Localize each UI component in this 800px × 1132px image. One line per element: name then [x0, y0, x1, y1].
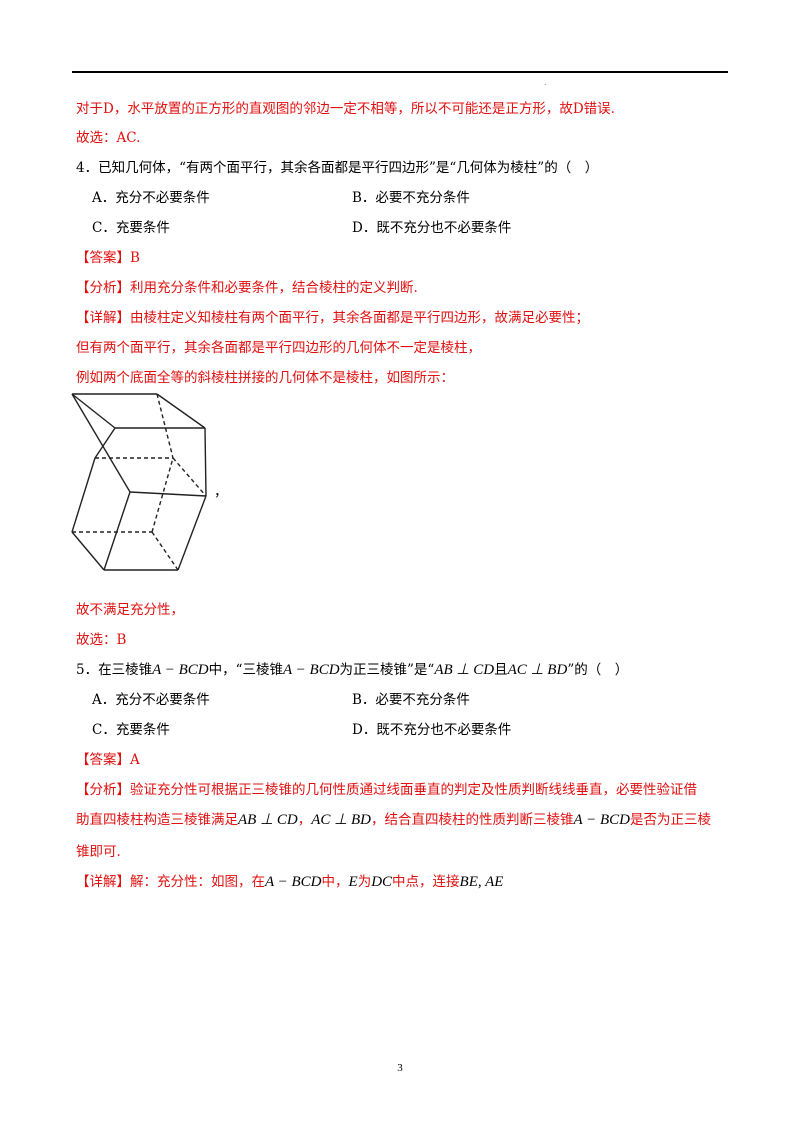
q4-answer: 【答案】B: [76, 250, 140, 266]
q4-option-d: D．既不充分也不必要条件: [352, 220, 512, 236]
text-line: 故选：AC.: [76, 130, 141, 146]
header-rule: [72, 71, 728, 73]
q4-option-a: A．充分不必要条件: [92, 190, 210, 206]
q5-answer: 【答案】A: [76, 752, 140, 768]
question-5: 5．在三棱锥A − BCD中，“三棱锥A − BCD为正三棱锥”是“AB ⊥ C…: [76, 662, 629, 678]
q5-analysis: 助直四棱柱构造三棱锥满足AB ⊥ CD，AC ⊥ BD，结合直四棱柱的性质判断三…: [76, 812, 711, 828]
q5-option-c: C．充要条件: [92, 722, 170, 738]
q4-option-c: C．充要条件: [92, 220, 170, 236]
header-dot: .: [544, 78, 547, 87]
q5-option-b: B．必要不充分条件: [352, 692, 470, 708]
q5-option-d: D．既不充分也不必要条件: [352, 722, 512, 738]
q4-detail: 例如两个底面全等的斜棱柱拼接的几何体不是棱柱，如图所示：: [76, 370, 454, 386]
figure-comma: ，: [214, 484, 228, 500]
page-number: 3: [397, 1062, 403, 1074]
text-line: 对于D，水平放置的正方形的直观图的邻边一定不相等，所以不可能还是正方形，故D错误…: [76, 101, 615, 117]
q4-detail: 【详解】由棱柱定义知棱柱有两个面平行，其余各面都是平行四边形，故满足必要性；: [76, 310, 589, 326]
prism-figure: [71, 393, 207, 571]
q4-select: 故选：B: [76, 632, 127, 648]
q4-analysis: 【分析】利用充分条件和必要条件，结合棱柱的定义判断.: [76, 280, 418, 296]
q5-detail: 【详解】解：充分性：如图，在A − BCD中，E为DC中点，连接BE, AE: [76, 874, 504, 890]
q5-analysis: 【分析】验证充分性可根据正三棱锥的几何性质通过线面垂直的判定及性质判断线线垂直，…: [76, 782, 697, 798]
q4-detail: 故不满足充分性，: [76, 602, 184, 618]
question-4: 4．已知几何体，“有两个面平行，其余各面都是平行四边形”是“几何体为棱柱”的（ …: [76, 160, 599, 176]
q5-analysis: 锥即可.: [76, 844, 121, 860]
q5-option-a: A．充分不必要条件: [92, 692, 210, 708]
q4-option-b: B．必要不充分条件: [352, 190, 470, 206]
q4-detail: 但有两个面平行，其余各面都是平行四边形的几何体不一定是棱柱，: [76, 340, 481, 356]
